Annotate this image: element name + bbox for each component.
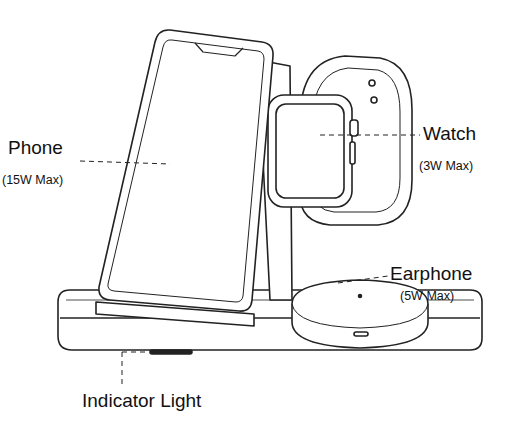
watch-crown — [350, 120, 358, 136]
power-rating: (3W Max) — [419, 160, 473, 174]
case-dot — [359, 295, 362, 298]
earphone-lid-line — [292, 304, 428, 328]
watch-case — [268, 95, 352, 207]
leader-line — [122, 352, 148, 353]
leader-line — [338, 276, 388, 283]
leader-line — [80, 161, 170, 164]
watch-button — [350, 142, 355, 164]
phone-notch — [195, 43, 243, 56]
leader-line — [122, 352, 123, 386]
phone-screen — [108, 40, 264, 302]
indicator-light — [150, 350, 192, 354]
phone-cradle — [96, 302, 254, 326]
power-rating: (15W Max) — [2, 174, 63, 188]
watch-screen — [276, 104, 344, 198]
part-name: Earphone — [390, 264, 472, 285]
leader-line — [320, 135, 420, 136]
band-hole — [371, 97, 377, 103]
part-name: Indicator Light — [82, 391, 201, 412]
band-hole — [369, 80, 375, 86]
case-port — [354, 332, 368, 336]
part-name: Watch — [423, 124, 476, 145]
part-name: Phone — [8, 138, 63, 159]
power-rating: (5W Max) — [400, 290, 454, 304]
phone-body — [99, 30, 273, 311]
